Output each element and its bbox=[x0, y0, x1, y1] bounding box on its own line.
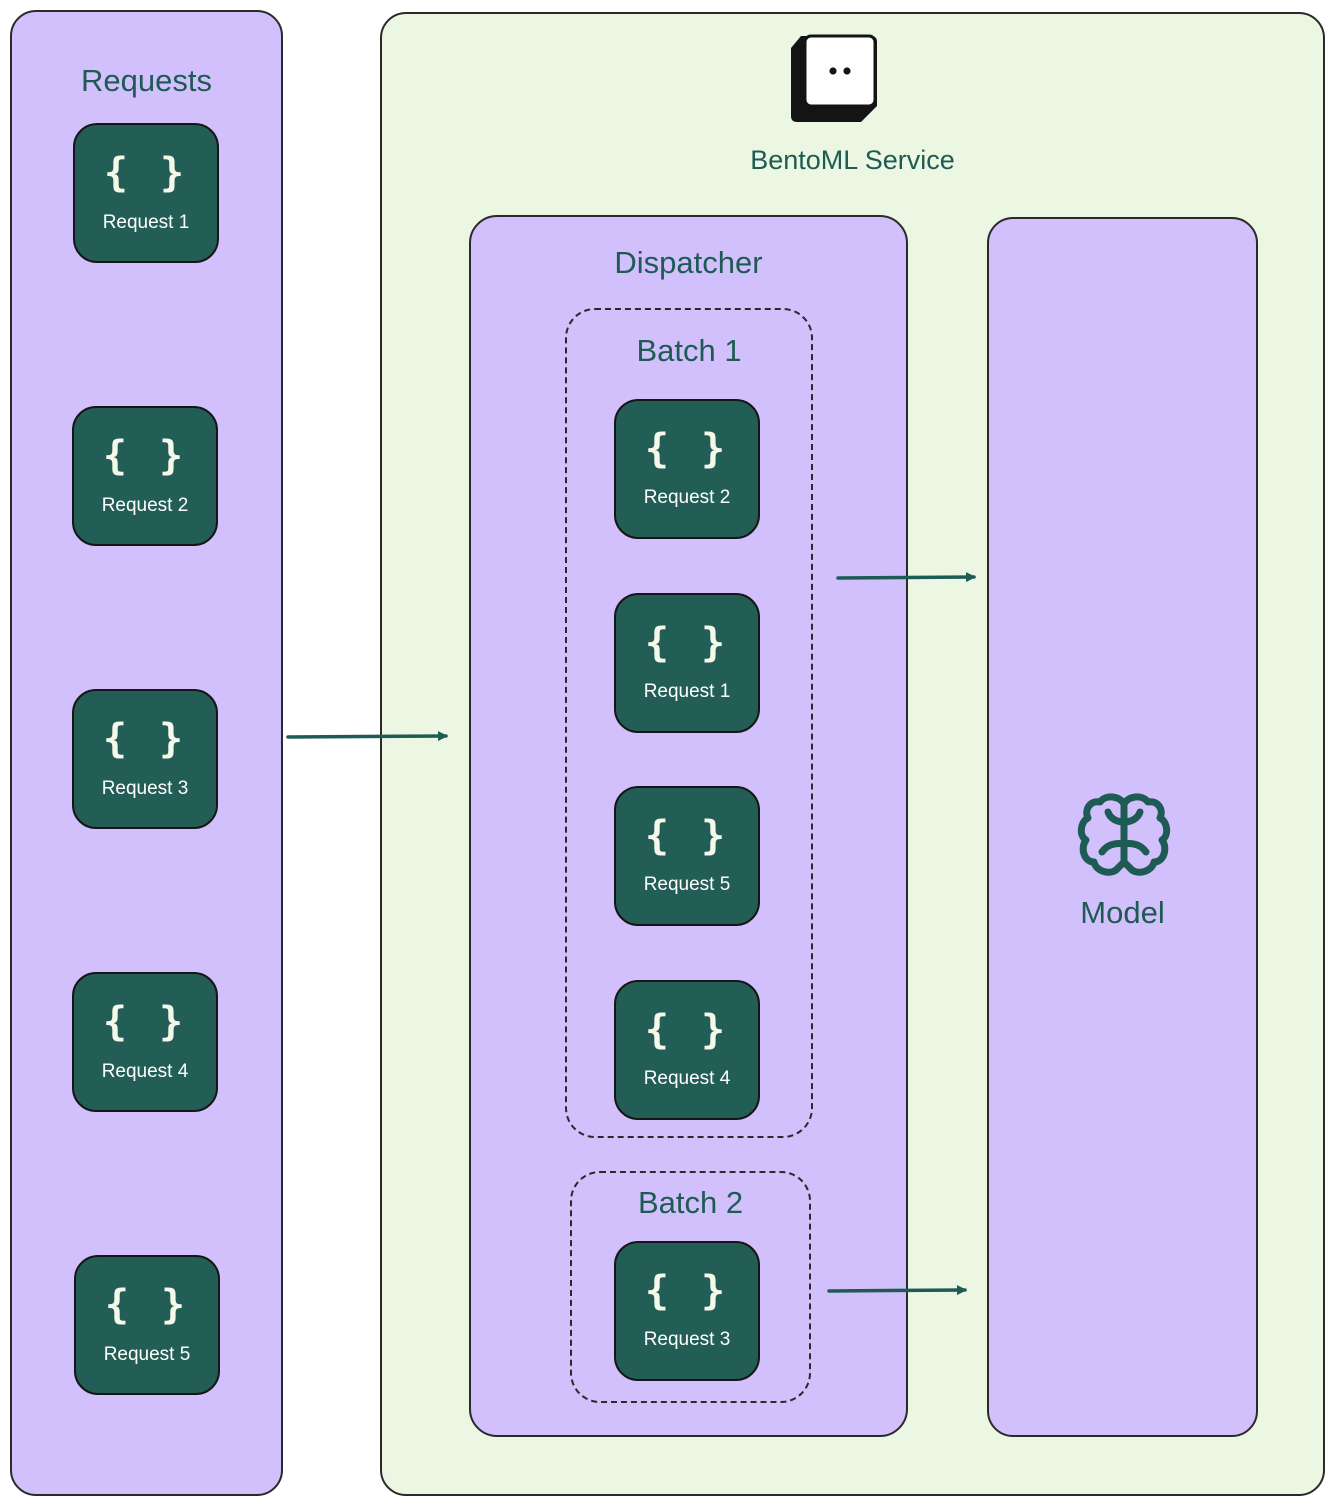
arrow-batch-2-to-model bbox=[827, 1285, 967, 1296]
request-card-3[interactable]: { } Request 3 bbox=[72, 689, 218, 829]
json-braces-icon: { } bbox=[102, 999, 188, 1045]
request-label: Request 1 bbox=[102, 212, 190, 233]
service-title: BentoML Service bbox=[750, 145, 955, 175]
requests-panel: Requests { } Request 1 { } Request 2 { }… bbox=[10, 10, 283, 1496]
request-label: Request 5 bbox=[643, 874, 731, 895]
batch-2-title: Batch 2 bbox=[637, 1185, 744, 1220]
request-label: Request 5 bbox=[103, 1344, 191, 1365]
arrow-batch-1-to-model bbox=[836, 572, 976, 583]
request-card-4[interactable]: { } Request 4 bbox=[72, 972, 218, 1112]
arrow-requests-to-dispatcher bbox=[286, 731, 448, 742]
bento-box-icon bbox=[791, 34, 877, 122]
batch-1-title: Batch 1 bbox=[636, 333, 742, 368]
json-braces-icon: { } bbox=[644, 813, 730, 859]
json-braces-icon: { } bbox=[102, 433, 188, 479]
dispatcher-panel: Dispatcher Batch 1 { } Request 2 { } Req… bbox=[469, 215, 908, 1437]
request-card-2[interactable]: { } Request 2 bbox=[72, 406, 218, 546]
json-braces-icon: { } bbox=[644, 620, 730, 666]
json-braces-icon: { } bbox=[103, 150, 189, 196]
request-label: Request 2 bbox=[101, 495, 189, 516]
json-braces-icon: { } bbox=[644, 426, 730, 472]
brain-icon bbox=[1077, 793, 1171, 876]
dispatcher-title: Dispatcher bbox=[614, 245, 763, 280]
request-label: Request 1 bbox=[643, 681, 731, 702]
json-braces-icon: { } bbox=[102, 716, 188, 762]
json-braces-icon: { } bbox=[104, 1282, 190, 1328]
request-label: Request 3 bbox=[101, 778, 189, 799]
request-card-5[interactable]: { } Request 5 bbox=[74, 1255, 220, 1395]
batch-1-request-card[interactable]: { } Request 5 bbox=[614, 786, 760, 926]
batch-2-group: Batch 2 { } Request 3 bbox=[570, 1171, 811, 1403]
model-title: Model bbox=[1080, 895, 1165, 930]
request-label: Request 4 bbox=[643, 1068, 731, 1089]
request-label: Request 2 bbox=[643, 487, 731, 508]
batch-1-request-card[interactable]: { } Request 1 bbox=[614, 593, 760, 733]
model-panel: Model bbox=[987, 217, 1258, 1437]
json-braces-icon: { } bbox=[644, 1268, 730, 1314]
json-braces-icon: { } bbox=[644, 1007, 730, 1053]
bentoml-service-panel: BentoML Service Dispatcher Batch 1 { } R… bbox=[380, 12, 1325, 1496]
batch-1-group: Batch 1 { } Request 2 { } Request 1 { } … bbox=[565, 308, 813, 1138]
request-card-1[interactable]: { } Request 1 bbox=[73, 123, 219, 263]
request-label: Request 3 bbox=[643, 1329, 731, 1350]
requests-title: Requests bbox=[81, 63, 212, 98]
batch-1-request-card[interactable]: { } Request 4 bbox=[614, 980, 760, 1120]
batch-1-request-card[interactable]: { } Request 2 bbox=[614, 399, 760, 539]
batch-2-request-card[interactable]: { } Request 3 bbox=[614, 1241, 760, 1381]
request-label: Request 4 bbox=[101, 1061, 189, 1082]
